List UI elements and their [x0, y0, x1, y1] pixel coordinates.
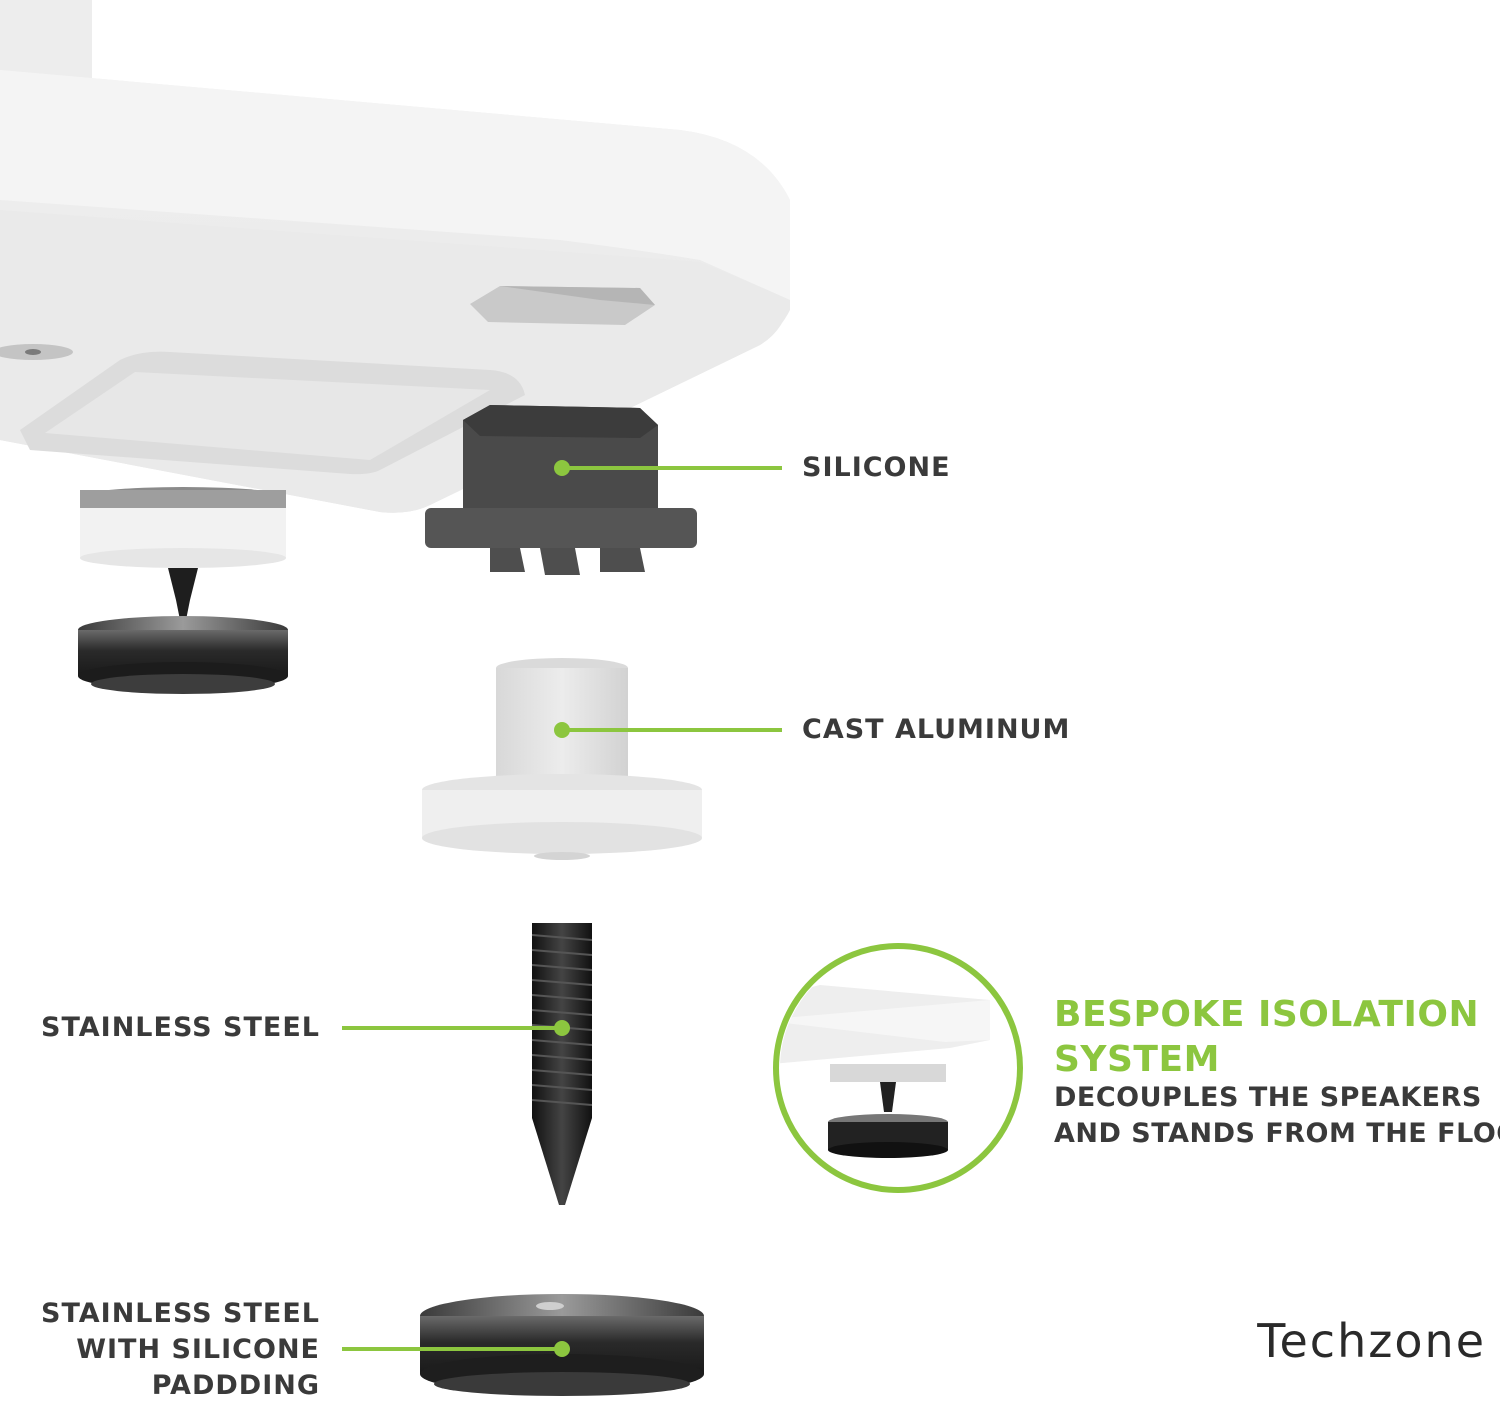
assembled-foot: [78, 487, 288, 694]
label-pad-line-2: WITH SILICONE: [76, 1334, 320, 1365]
label-cast-aluminum: CAST ALUMINUM: [802, 714, 1071, 745]
callout-title-line-2: SYSTEM: [1054, 1039, 1220, 1080]
callout-subtitle-line-1: DECOUPLES THE SPEAKERS: [1054, 1082, 1482, 1113]
spike-leader-dot: [554, 1020, 570, 1036]
isolation-callout-circle: [773, 943, 1023, 1193]
callout-title-line-1: BESPOKE ISOLATION: [1054, 994, 1480, 1035]
aluminum-leader-dot: [554, 722, 570, 738]
silicone-leader-dot: [554, 460, 570, 476]
label-pad-line-3: PADDDING: [151, 1370, 320, 1401]
callout-subtitle: DECOUPLES THE SPEAKERS AND STANDS FROM T…: [1054, 1080, 1500, 1152]
silicone-insert: [425, 405, 697, 575]
floor-puck: [420, 1294, 704, 1396]
puck-leader-dot: [554, 1341, 570, 1357]
stand-base-plate: [0, 0, 790, 513]
label-pad-line-1: STAINLESS STEEL: [41, 1298, 320, 1329]
label-stainless-steel: STAINLESS STEEL: [41, 1012, 320, 1043]
label-silicone: SILICONE: [802, 452, 951, 483]
brand-logo: Techzone: [1257, 1314, 1486, 1368]
cast-aluminum-cone: [422, 658, 702, 860]
callout-title: BESPOKE ISOLATION SYSTEM: [1054, 992, 1494, 1082]
callout-subtitle-line-2: AND STANDS FROM THE FLOOR: [1054, 1118, 1500, 1149]
stainless-steel-spike: [531, 923, 593, 1205]
label-stainless-steel-pad: STAINLESS STEEL WITH SILICONE PADDDING: [40, 1296, 320, 1404]
